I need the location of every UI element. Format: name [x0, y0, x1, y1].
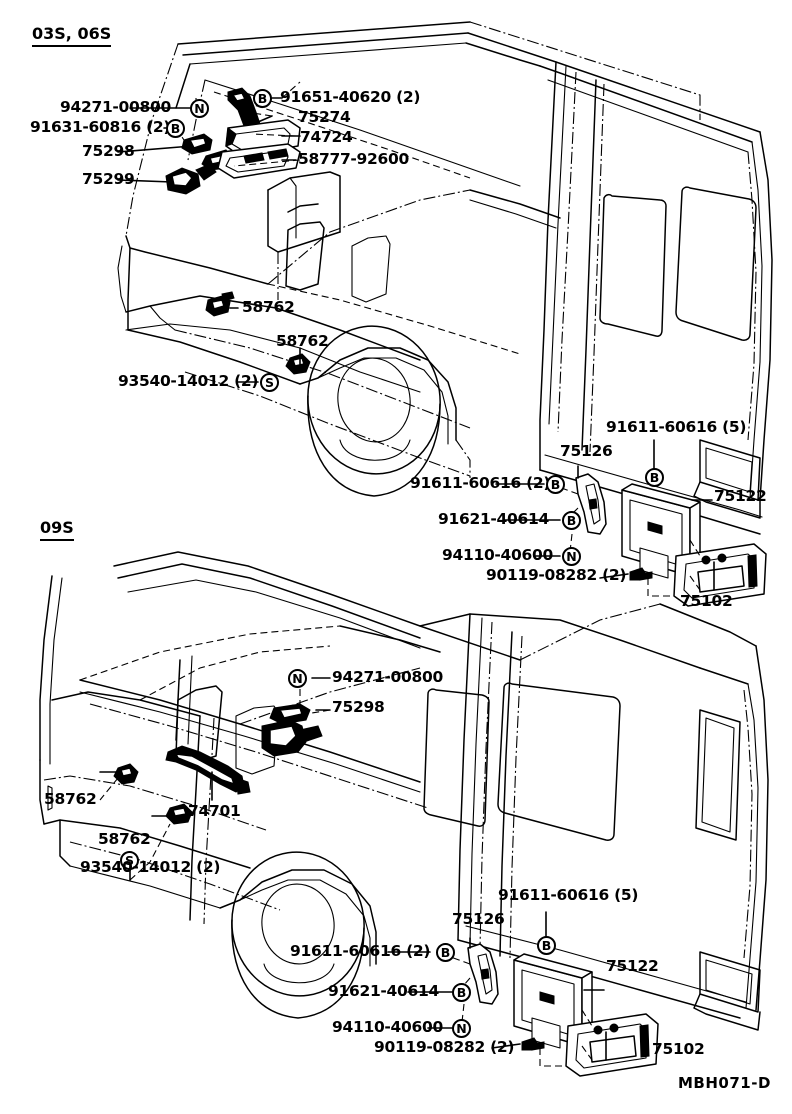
marker-s-icon-u1: S	[260, 373, 279, 392]
marker-b-icon-u2: B	[253, 89, 272, 108]
part-58777-92600-shape	[217, 143, 301, 179]
diagram-footer-code: MBH071-D	[678, 1074, 771, 1092]
part-58762-shape-l1	[113, 763, 139, 785]
part-58762-shape-l2	[165, 803, 193, 825]
callout-74724-upper[interactable]: 74724	[300, 128, 353, 146]
marker-b-icon-l2: B	[452, 983, 471, 1002]
callout-75274-upper[interactable]: 75274	[298, 108, 351, 126]
callout-91611-60616-5-upper[interactable]: 91611-60616 (5)	[606, 418, 747, 436]
callout-91621-40614-upper[interactable]: 91621-40614	[438, 510, 549, 528]
marker-b-icon-l3: B	[537, 936, 556, 955]
callout-75102-upper[interactable]: 75102	[680, 592, 733, 610]
part-75299-shape	[165, 163, 217, 195]
part-75126-shape-l	[467, 943, 499, 1005]
lower-vehicle-illustration	[39, 551, 769, 1077]
section-header-lower: 09S	[40, 518, 74, 541]
callout-91651-40620-upper[interactable]: 91651-40620 (2)	[280, 88, 421, 106]
callout-75102-lower[interactable]: 75102	[652, 1040, 705, 1058]
marker-n-icon-l2: N	[452, 1019, 471, 1038]
marker-b-icon-u4: B	[562, 511, 581, 530]
callout-75122-lower[interactable]: 75122	[606, 957, 659, 975]
marker-b-icon-l1: B	[436, 943, 455, 962]
callout-75126-upper[interactable]: 75126	[560, 442, 613, 460]
callout-91611-60616-5-lower[interactable]: 91611-60616 (5)	[498, 886, 639, 904]
callout-58762-lower-b[interactable]: 58762	[98, 830, 151, 848]
callout-90119-08282-upper[interactable]: 90119-08282 (2)	[486, 566, 627, 584]
marker-b-icon-u1: B	[166, 119, 185, 138]
callout-58762-upper-a[interactable]: 58762	[242, 298, 295, 316]
callout-75299-upper[interactable]: 75299	[82, 170, 135, 188]
callout-94271-00800-upper[interactable]: 94271-00800	[60, 98, 171, 116]
part-assist-shape-l	[261, 719, 323, 757]
part-75102-shape-u	[673, 543, 767, 607]
callout-74701-lower[interactable]: 74701	[188, 802, 241, 820]
marker-b-icon-u3: B	[546, 475, 565, 494]
callout-90119-08282-lower[interactable]: 90119-08282 (2)	[374, 1038, 515, 1056]
marker-n-icon-u2: N	[562, 547, 581, 566]
callout-91631-60816-upper[interactable]: 91631-60816 (2)	[30, 118, 171, 136]
part-75102-shape-l	[565, 1013, 659, 1077]
callout-93540-14012-upper[interactable]: 93540-14012 (2)	[118, 372, 259, 390]
callout-94271-00800-lower[interactable]: 94271-00800	[332, 668, 443, 686]
part-74701-shape-l	[165, 745, 251, 795]
part-90119-08282-shape-u	[629, 567, 653, 581]
callout-94110-40600-upper[interactable]: 94110-40600	[442, 546, 553, 564]
part-75298-shape-l	[269, 703, 311, 725]
marker-s-icon-l1: S	[120, 851, 139, 870]
part-90119-08282-shape-l	[521, 1037, 545, 1051]
part-58762-shape-u2	[285, 353, 311, 375]
callout-94110-40600-lower[interactable]: 94110-40600	[332, 1018, 443, 1036]
part-75126-shape-u	[575, 473, 607, 535]
part-75298-shape	[181, 133, 213, 155]
callout-58762-upper-b[interactable]: 58762	[276, 332, 329, 350]
part-58762-shape-u1	[205, 291, 235, 317]
marker-n-icon-l1: N	[288, 669, 307, 688]
callout-75298-lower[interactable]: 75298	[332, 698, 385, 716]
callout-93540-14012-lower[interactable]: 93540-14012 (2)	[80, 858, 221, 876]
callout-75122-upper[interactable]: 75122	[714, 487, 767, 505]
callout-91621-40614-lower[interactable]: 91621-40614	[328, 982, 439, 1000]
callout-75298-upper[interactable]: 75298	[82, 142, 135, 160]
callout-58777-92600-upper[interactable]: 58777-92600	[298, 150, 409, 168]
callout-58762-lower-a[interactable]: 58762	[44, 790, 97, 808]
section-header-upper: 03S, 06S	[32, 24, 112, 47]
marker-b-icon-u5: B	[645, 468, 664, 487]
callout-75126-lower[interactable]: 75126	[452, 910, 505, 928]
callout-91611-60616-2-lower[interactable]: 91611-60616 (2)	[290, 942, 431, 960]
marker-n-icon-u1: N	[190, 99, 209, 118]
callout-91611-60616-2-upper[interactable]: 91611-60616 (2)	[410, 474, 551, 492]
